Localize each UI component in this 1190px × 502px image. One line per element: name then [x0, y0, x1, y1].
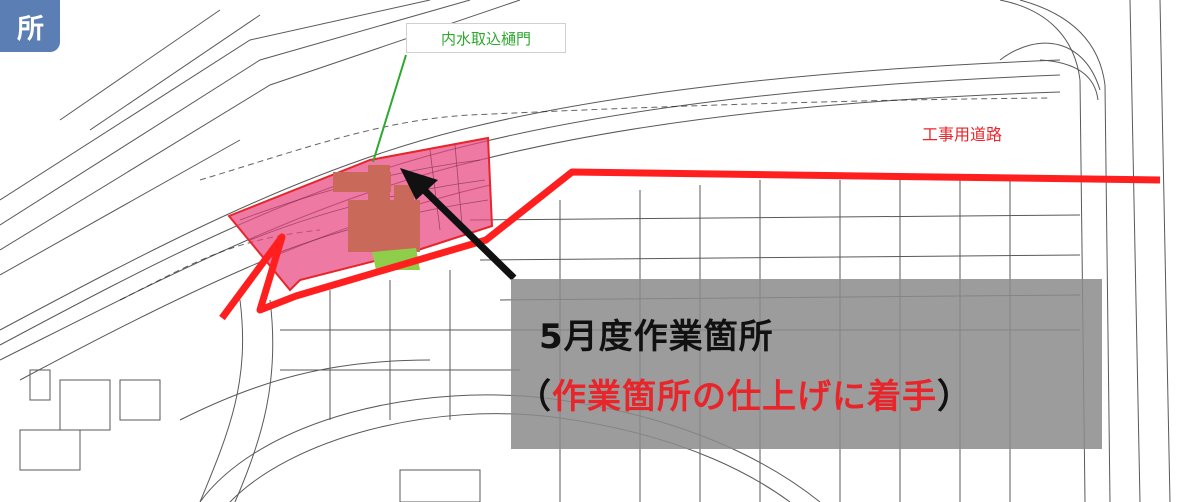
construction-road-label-text: 工事用道路	[921, 125, 1002, 144]
water-gate-label-text: 内水取込樋門	[440, 29, 531, 48]
callout-title: 5月度作業箇所	[539, 317, 774, 357]
water-gate-label: 内水取込樋門	[406, 23, 566, 53]
callout-detail: 作業箇所の仕上げに着手	[552, 377, 937, 417]
callout-open-paren: （	[517, 377, 552, 417]
water-gate-structure	[333, 165, 420, 252]
construction-road-label: 工事用道路	[886, 112, 1038, 154]
callout-close-paren: ）	[937, 377, 972, 417]
gate-leader-line	[372, 54, 407, 163]
work-location-callout: 5月度作業箇所 （作業箇所の仕上げに着手）	[511, 279, 1102, 449]
pointer-arrow	[400, 168, 517, 281]
corner-tag: 所	[0, 0, 60, 52]
callout-detail-line: （作業箇所の仕上げに着手）	[517, 369, 972, 418]
corner-tag-text: 所	[17, 13, 44, 45]
construction-road-line	[219, 168, 1161, 321]
